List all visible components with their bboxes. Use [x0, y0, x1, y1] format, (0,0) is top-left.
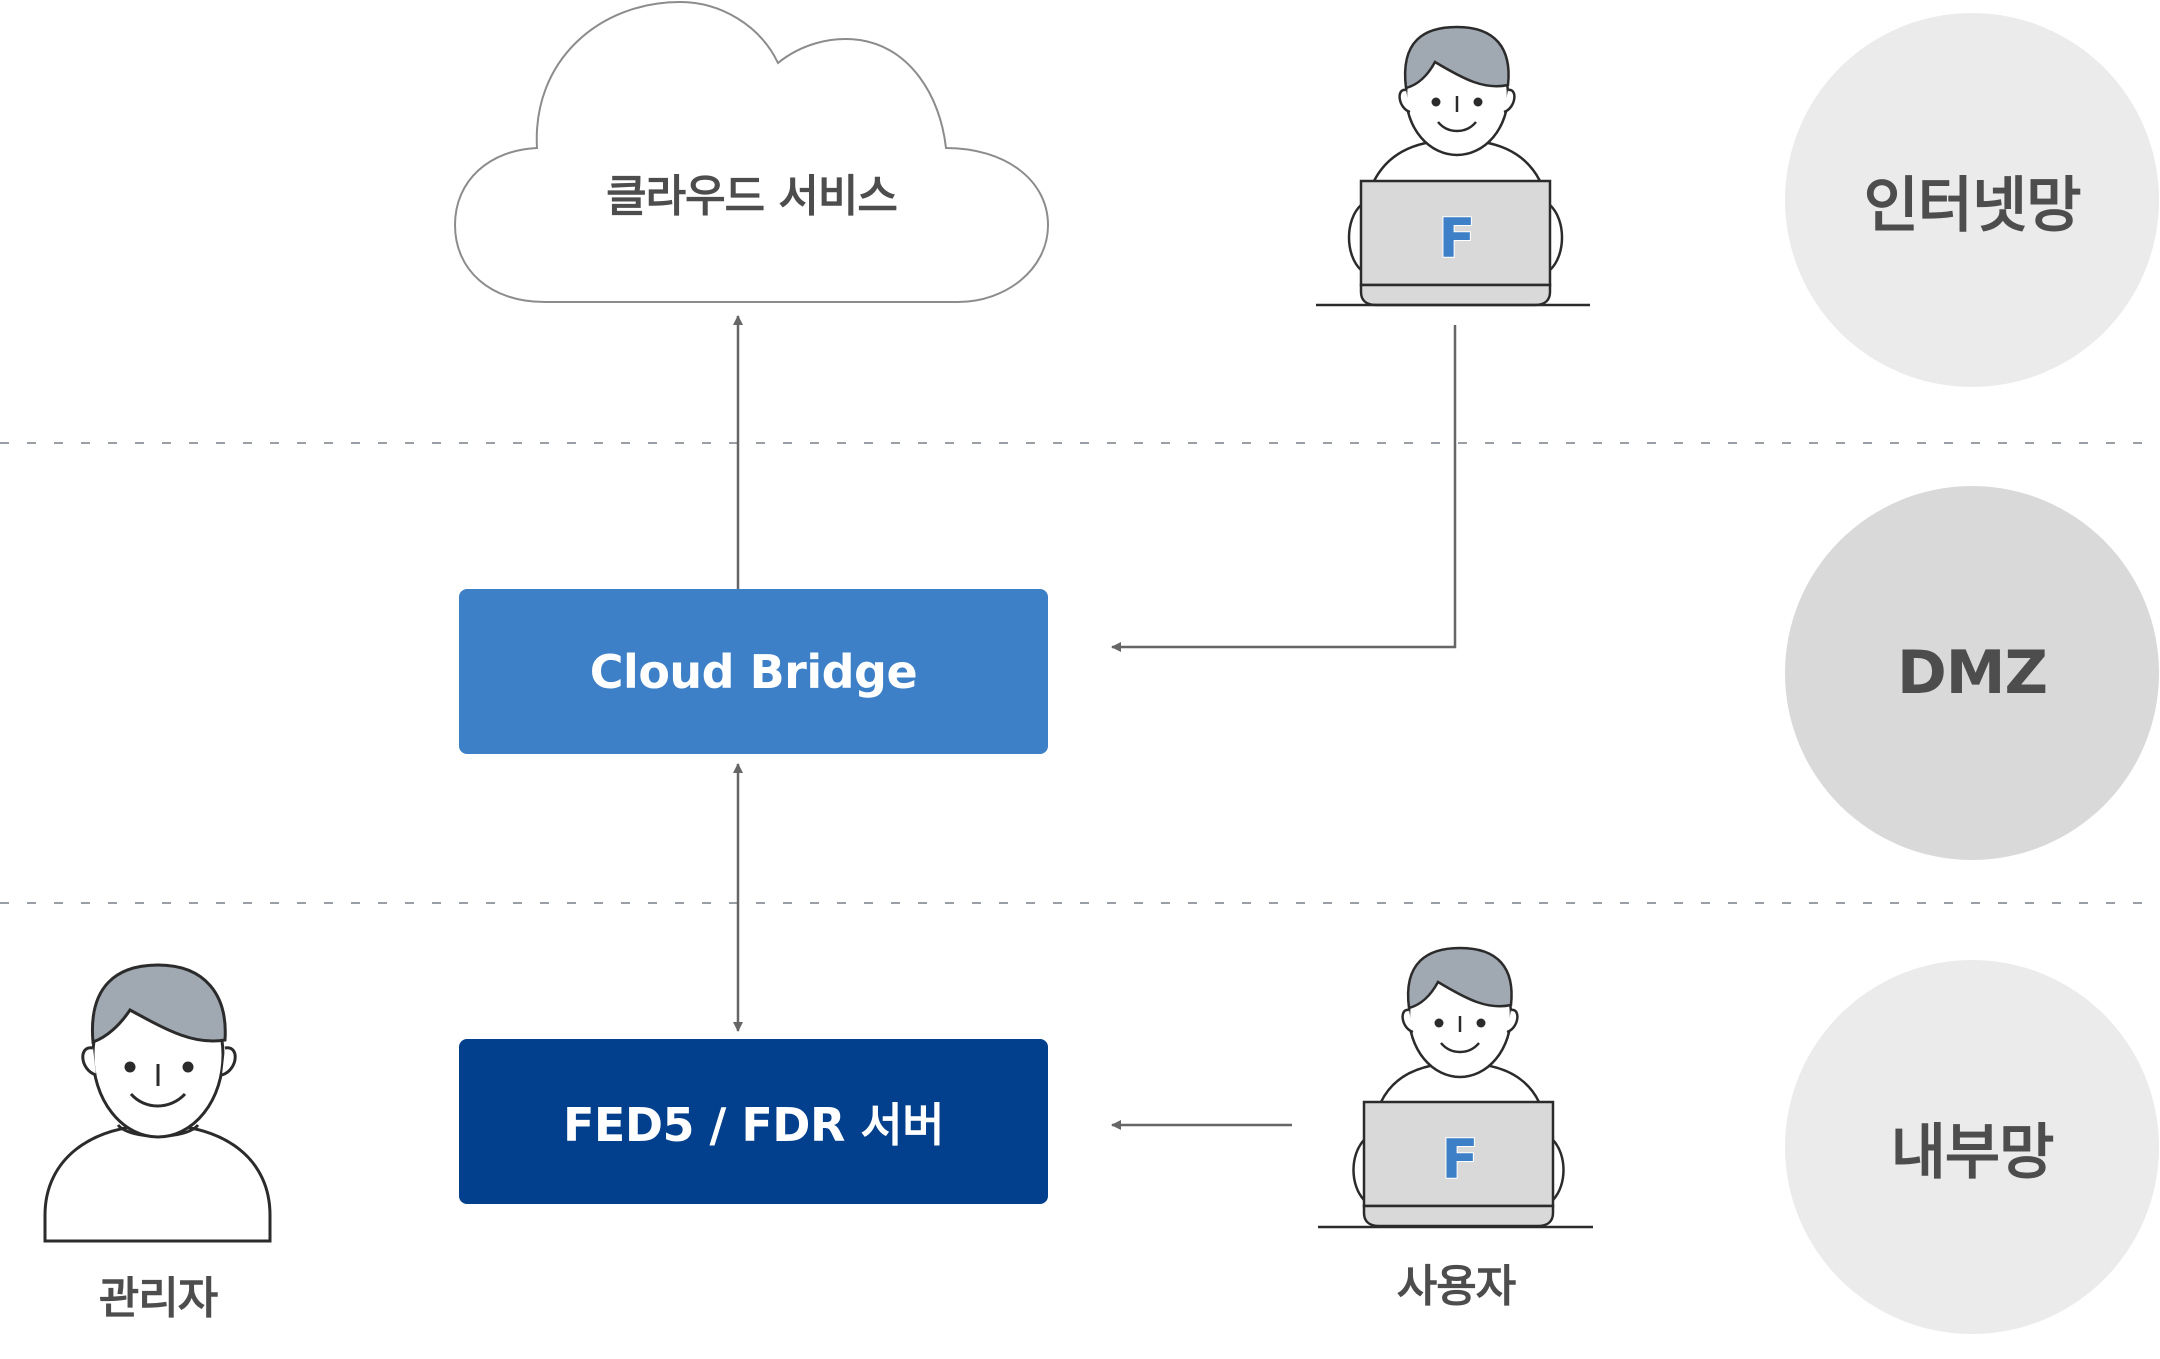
cloud-service-label: 클라우드 서비스 — [606, 171, 898, 222]
fed-server-node[interactable]: FED5 / FDR 서버 — [459, 1039, 1048, 1204]
arrow-internet-user-to-bridge — [1111, 325, 1457, 652]
admin-label: 관리자 — [98, 1273, 218, 1324]
internal-user-label: 사용자 — [1396, 1261, 1516, 1312]
cloud-bridge-node[interactable]: Cloud Bridge — [459, 589, 1048, 754]
cloud-bridge-label: Cloud Bridge — [589, 644, 918, 699]
internal-user-laptop-logo: F — [1441, 1128, 1480, 1191]
zone-internal: 내부망 — [1785, 960, 2159, 1334]
zone-dmz: DMZ — [1785, 486, 2159, 860]
zone-internet-label: 인터넷망 — [1863, 170, 2082, 241]
internet-user-laptop-logo: F — [1438, 207, 1477, 270]
zone-internet: 인터넷망 — [1785, 13, 2159, 387]
zone-internal-label: 내부망 — [1890, 1117, 2055, 1188]
admin-icon — [43, 963, 272, 1243]
zone-dmz-label: DMZ — [1896, 638, 2048, 708]
cloud-shape — [453, 0, 1050, 303]
internet-user-icon — [1316, 25, 1590, 307]
fed-server-label: FED5 / FDR 서버 — [562, 1097, 945, 1152]
internal-user-icon — [1318, 946, 1593, 1229]
